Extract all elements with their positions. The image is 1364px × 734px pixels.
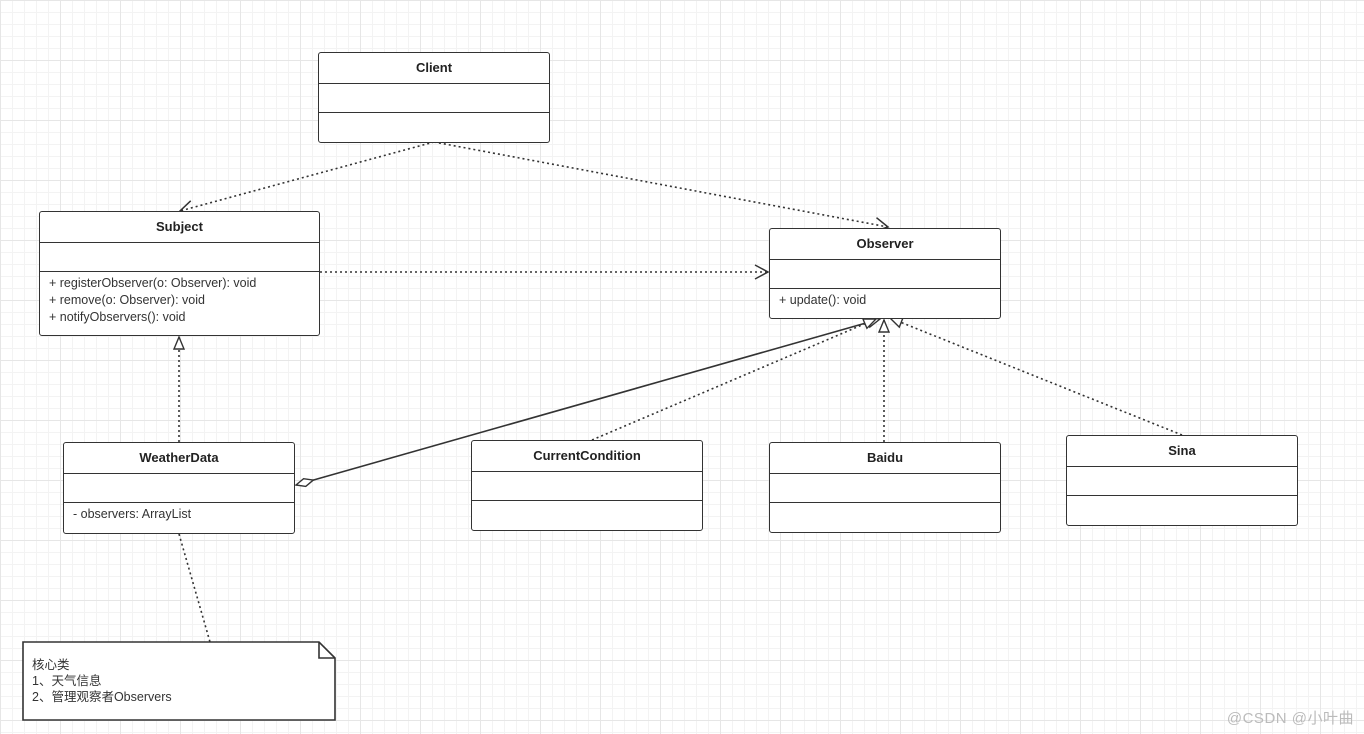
realization-currentcondition-observer xyxy=(591,318,876,441)
method-remove: + remove(o: Observer): void xyxy=(49,293,205,307)
class-client-attributes xyxy=(319,84,549,113)
class-currentcondition-methods xyxy=(472,501,702,530)
method-register-observer: + registerObserver(o: Observer): void xyxy=(49,276,257,290)
class-sina-methods xyxy=(1067,496,1297,525)
class-sina-attributes xyxy=(1067,467,1297,496)
class-observer-attributes xyxy=(770,260,1000,289)
class-weatherdata-members: - observers: ArrayList xyxy=(64,503,294,533)
class-weatherdata[interactable]: WeatherData - observers: ArrayList xyxy=(63,442,295,534)
class-sina[interactable]: Sina xyxy=(1066,435,1298,526)
method-notify-observers: + notifyObservers(): void xyxy=(49,310,186,324)
class-currentcondition[interactable]: CurrentCondition xyxy=(471,440,703,531)
class-baidu-methods xyxy=(770,503,1000,532)
field-observers: - observers: ArrayList xyxy=(73,507,192,521)
realization-sina-observer xyxy=(890,318,1183,436)
note-weatherdata[interactable]: 核心类 1、天气信息 2、管理观察者Observers xyxy=(22,641,336,721)
note-text: 核心类 1、天气信息 2、管理观察者Observers xyxy=(32,657,172,705)
class-baidu[interactable]: Baidu xyxy=(769,442,1001,533)
class-client[interactable]: Client xyxy=(318,52,550,143)
class-client-methods xyxy=(319,113,549,142)
class-currentcondition-attributes xyxy=(472,472,702,501)
class-subject-methods: + registerObserver(o: Observer): void + … xyxy=(40,272,319,335)
dependency-client-observer xyxy=(433,141,890,233)
dependency-client-subject xyxy=(178,141,435,216)
class-baidu-attributes xyxy=(770,474,1000,503)
class-currentcondition-name: CurrentCondition xyxy=(472,441,702,472)
class-subject-name: Subject xyxy=(40,212,319,243)
note-shape xyxy=(22,641,336,721)
note-line-3: 2、管理观察者Observers xyxy=(32,690,172,704)
note-line-1: 核心类 xyxy=(32,658,70,672)
aggregation-weatherdata-observer xyxy=(296,319,880,485)
class-weatherdata-name: WeatherData xyxy=(64,443,294,474)
note-link-weatherdata xyxy=(178,533,211,643)
watermark: @CSDN @小叶曲 xyxy=(1226,710,1354,727)
class-baidu-name: Baidu xyxy=(770,443,1000,474)
class-subject-attributes xyxy=(40,243,319,272)
method-update: + update(): void xyxy=(779,293,867,307)
class-observer-methods: + update(): void xyxy=(770,289,1000,318)
class-sina-name: Sina xyxy=(1067,436,1297,467)
class-observer-name: Observer xyxy=(770,229,1000,260)
class-observer[interactable]: Observer + update(): void xyxy=(769,228,1001,319)
note-line-2: 1、天气信息 xyxy=(32,674,102,688)
class-subject[interactable]: Subject + registerObserver(o: Observer):… xyxy=(39,211,320,336)
class-client-name: Client xyxy=(319,53,549,84)
class-weatherdata-attributes xyxy=(64,474,294,503)
